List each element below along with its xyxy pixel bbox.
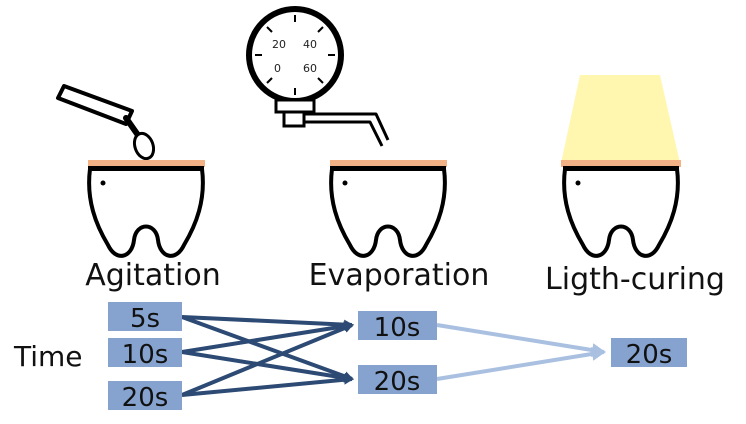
- arrow-10s-to-10s: [181, 321, 354, 354]
- arrow-20s-to-10s: [181, 323, 354, 397]
- agitation-to-evaporation-arrows: [181, 315, 354, 397]
- step-label-evaporation: Evaporation: [309, 258, 490, 293]
- time-label: Time: [13, 340, 83, 373]
- adhesive-layer-2: [330, 160, 447, 167]
- agitation-time-5s: 5s: [130, 304, 160, 334]
- arrow-5s-to-20s: [181, 315, 354, 381]
- arrow-10s-to-20s: [181, 350, 354, 383]
- step-label-agitation: Agitation: [85, 258, 221, 293]
- tooth-icon-1: [87, 166, 205, 258]
- evaporation-time-boxes: 10s 20s: [358, 311, 437, 397]
- arrow-evap-20s-to-cure: [436, 347, 606, 381]
- arrow-5s-to-10s: [181, 315, 354, 330]
- agitation-box-20s: [108, 381, 182, 410]
- curing-box-20s: [611, 338, 687, 367]
- evaporation-to-curing-arrows: [436, 323, 606, 381]
- agitation-box-10s: [108, 338, 182, 367]
- gauge-tick-20: 20: [272, 38, 286, 51]
- light-cone-icon: [561, 75, 680, 163]
- gauge-tick-0: 0: [274, 62, 281, 75]
- evaporation-time-20s: 20s: [374, 367, 421, 397]
- tooth-icon-3: [562, 166, 680, 258]
- arrow-evap-10s-to-cure: [436, 323, 606, 357]
- curing-time-20s: 20s: [626, 340, 673, 370]
- adhesive-layer-1: [88, 160, 205, 167]
- agitation-time-20s: 20s: [122, 383, 169, 413]
- agitation-box-5s: [108, 302, 182, 331]
- gauge-tick-40: 40: [303, 38, 317, 51]
- air-pressure-gauge-icon: 20 40 0 60: [246, 6, 390, 147]
- evaporation-box-10s: [358, 311, 437, 340]
- evaporation-time-10s: 10s: [374, 313, 421, 343]
- brush-applicator-icon: [56, 84, 156, 161]
- curing-time-boxes: 20s: [611, 338, 687, 370]
- tooth-icon-2: [329, 166, 447, 258]
- agitation-time-10s: 10s: [122, 340, 169, 370]
- gauge-tick-60: 60: [303, 62, 317, 75]
- arrow-20s-to-20s: [181, 374, 354, 397]
- adhesive-layer-3: [561, 160, 681, 167]
- evaporation-box-20s: [358, 365, 437, 394]
- agitation-time-boxes: 5s 10s 20s: [108, 302, 182, 413]
- step-label-light-curing: Ligth-curing: [545, 262, 725, 297]
